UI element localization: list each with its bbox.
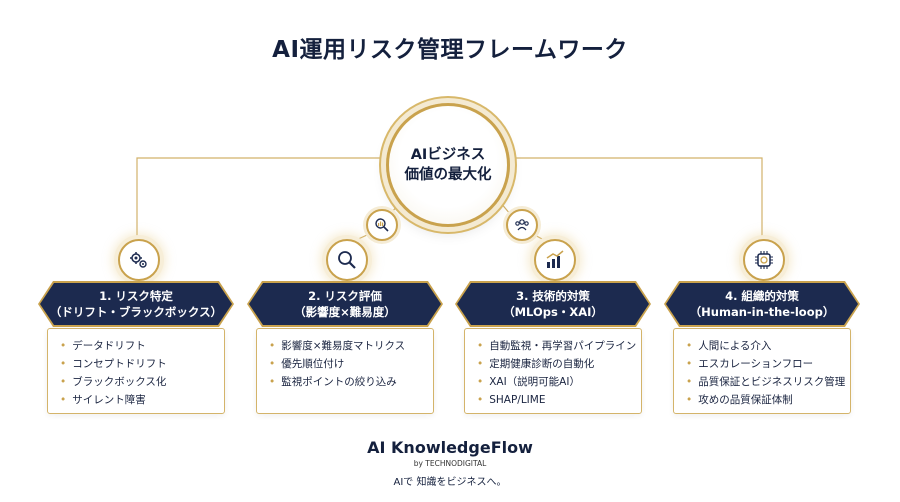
- center-line-1: AIビジネス: [410, 147, 486, 163]
- list-item: 定期健康診断の自動化: [477, 355, 641, 373]
- page-title: AI運用リスク管理フレームワーク: [272, 37, 628, 63]
- pillar-4-header: 4. 組織的対策 （Human-in-the-loop）: [666, 283, 858, 325]
- pillar-4-subtitle: （Human-in-the-loop）: [689, 305, 835, 319]
- list-item: エスカレーションフロー: [686, 355, 850, 373]
- list-item: 攻めの品質保証体制: [686, 391, 850, 409]
- center-goal-circle: AIビジネス 価値の最大化: [386, 103, 510, 227]
- brand-name: AI KnowledgeFlow: [367, 438, 533, 457]
- list-item: サイレント障害: [60, 391, 224, 409]
- list-item: 優先順位付け: [269, 355, 433, 373]
- pillar-1-header: 1. リスク特定 （ドリフト・ブラックボックス）: [40, 283, 232, 325]
- list-item: 影響度×難易度マトリクス: [269, 337, 433, 355]
- magnifier-icon: [326, 239, 368, 281]
- pillar-4-card: 人間による介入 エスカレーションフロー 品質保証とビジネスリスク管理 攻めの品質…: [673, 328, 851, 414]
- center-line-2: 価値の最大化: [404, 167, 492, 183]
- list-item: データドリフト: [60, 337, 224, 355]
- brand-tagline: AIで 知識をビジネスへ。: [393, 477, 507, 488]
- pillar-2-subtitle: （影響度×難易度）: [294, 305, 396, 319]
- pillar-1-subtitle: （ドリフト・ブラックボックス）: [49, 305, 223, 319]
- pillar-3-header: 3. 技術的対策 （MLOps・XAI）: [457, 283, 649, 325]
- pillar-2-header: 2. リスク評価 （影響度×難易度）: [249, 283, 441, 325]
- gears-icon: [118, 239, 160, 281]
- pillar-3-subtitle: （MLOps・XAI）: [503, 305, 603, 319]
- list-item: ブラックボックス化: [60, 373, 224, 391]
- brand-by: by TECHNODIGITAL: [413, 459, 487, 468]
- team-icon: [506, 209, 538, 241]
- list-item: コンセプトドリフト: [60, 355, 224, 373]
- pillar-1-card: データドリフト コンセプトドリフト ブラックボックス化 サイレント障害: [47, 328, 225, 414]
- growth-chart-icon: [534, 239, 576, 281]
- list-item: 人間による介入: [686, 337, 850, 355]
- pillar-3-card: 自動監視・再学習パイプライン 定期健康診断の自動化 XAI（説明可能AI） SH…: [464, 328, 642, 414]
- pillar-3-title: 3. 技術的対策: [516, 289, 590, 303]
- list-item: 監視ポイントの絞り込み: [269, 373, 433, 391]
- pillar-2-card: 影響度×難易度マトリクス 優先順位付け 監視ポイントの絞り込み: [256, 328, 434, 414]
- ai-chip-icon: [743, 239, 785, 281]
- list-item: XAI（説明可能AI）: [477, 373, 641, 391]
- list-item: 自動監視・再学習パイプライン: [477, 337, 641, 355]
- list-item: 品質保証とビジネスリスク管理: [686, 373, 850, 391]
- pillar-2-title: 2. リスク評価: [308, 289, 382, 303]
- list-item: SHAP/LIME: [477, 391, 641, 409]
- pillar-4-title: 4. 組織的対策: [725, 289, 799, 303]
- analysis-icon: [366, 209, 398, 241]
- pillar-1-title: 1. リスク特定: [99, 289, 173, 303]
